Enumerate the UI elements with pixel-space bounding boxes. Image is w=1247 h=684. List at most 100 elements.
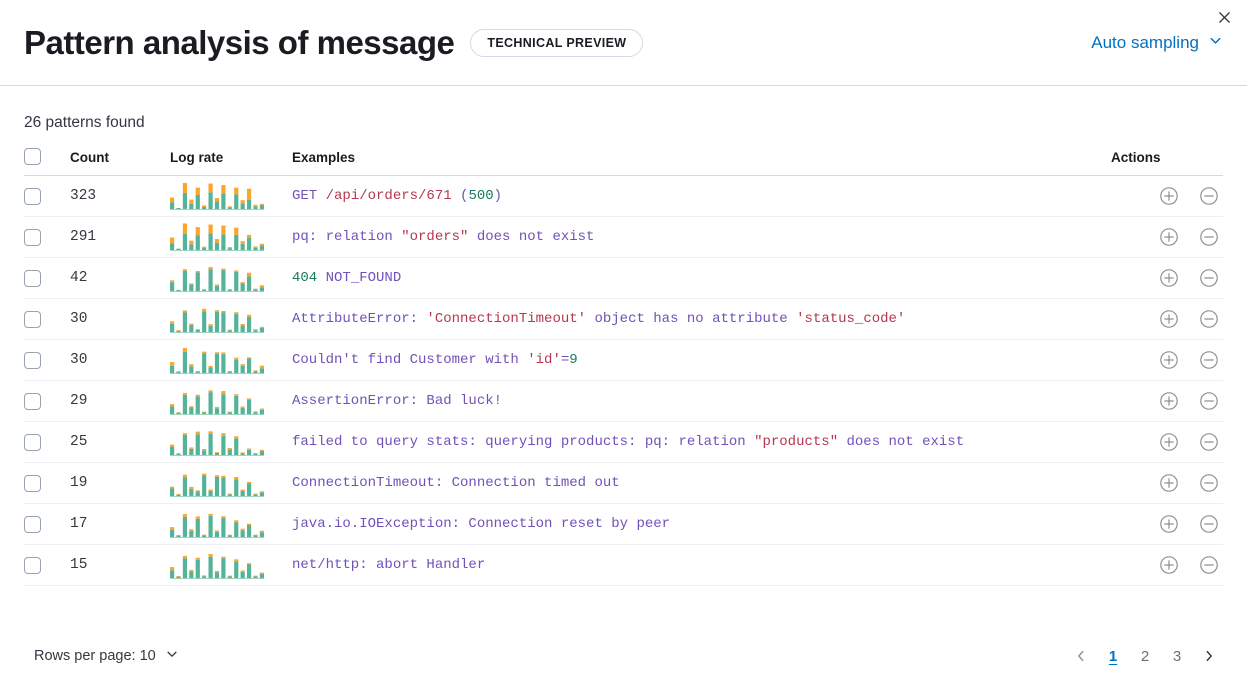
auto-sampling-dropdown[interactable]: Auto sampling <box>1091 33 1223 53</box>
minus-in-circle-icon[interactable] <box>1195 551 1223 579</box>
minus-in-circle-icon[interactable] <box>1195 182 1223 210</box>
example-token: ) <box>493 188 503 204</box>
chevron-left-icon[interactable] <box>1067 642 1095 670</box>
row-example: pq: relation "orders" does not exist <box>292 216 1111 258</box>
minus-in-circle-icon[interactable] <box>1195 469 1223 497</box>
example-token: net/http: abort Handler <box>292 557 486 573</box>
plus-in-circle-icon[interactable] <box>1155 428 1183 456</box>
example-token: /api/orders/671 <box>325 188 452 204</box>
example-token: GET <box>292 188 326 204</box>
row-log-rate-sparkline <box>170 380 292 422</box>
row-checkbox[interactable] <box>24 310 41 328</box>
row-count: 323 <box>70 175 170 217</box>
page-number-3[interactable]: 3 <box>1172 647 1182 665</box>
row-checkbox[interactable] <box>24 433 41 451</box>
page-number-1[interactable]: 1 <box>1108 647 1118 665</box>
row-checkbox[interactable] <box>24 556 41 574</box>
example-token: failed to query stats: querying products… <box>292 434 755 450</box>
minus-in-circle-icon[interactable] <box>1195 510 1223 538</box>
flyout-footer: Rows per page: 10 1 2 3 <box>0 628 1247 684</box>
plus-in-circle-icon[interactable] <box>1155 264 1183 292</box>
row-log-rate-sparkline <box>170 257 292 299</box>
plus-in-circle-icon[interactable] <box>1155 551 1183 579</box>
row-checkbox[interactable] <box>24 351 41 369</box>
row-log-rate-sparkline <box>170 421 292 463</box>
page-number-2[interactable]: 2 <box>1140 647 1150 665</box>
example-token: AssertionError: Bad luck! <box>292 393 503 409</box>
row-example: ConnectionTimeout: Connection timed out <box>292 462 1111 504</box>
row-actions <box>1111 257 1223 299</box>
row-checkbox[interactable] <box>24 515 41 533</box>
example-token: does not exist <box>468 229 595 245</box>
row-select-cell <box>24 462 70 504</box>
example-token: "orders" <box>401 229 469 245</box>
example-token: Couldn't find Customer with <box>292 352 528 368</box>
row-example: AssertionError: Bad luck! <box>292 380 1111 422</box>
plus-in-circle-icon[interactable] <box>1155 346 1183 374</box>
row-checkbox[interactable] <box>24 269 41 287</box>
row-checkbox[interactable] <box>24 392 41 410</box>
minus-in-circle-icon[interactable] <box>1195 223 1223 251</box>
column-header-count[interactable]: Count <box>70 148 170 176</box>
row-actions <box>1111 339 1223 381</box>
page-title: Pattern analysis of message <box>24 23 455 61</box>
row-checkbox[interactable] <box>24 228 41 246</box>
row-log-rate-sparkline <box>170 503 292 545</box>
row-log-rate-sparkline <box>170 544 292 586</box>
row-select-cell <box>24 339 70 381</box>
minus-in-circle-icon[interactable] <box>1195 428 1223 456</box>
example-token: pq: relation <box>292 229 402 245</box>
chevron-right-icon[interactable] <box>1195 642 1223 670</box>
row-log-rate-sparkline <box>170 339 292 381</box>
patterns-found-label: 26 patterns found <box>24 114 145 131</box>
example-token: ConnectionTimeout: Connection timed out <box>292 475 620 491</box>
minus-in-circle-icon[interactable] <box>1195 264 1223 292</box>
flyout-header: Pattern analysis of message TECHNICAL PR… <box>0 0 1247 86</box>
plus-in-circle-icon[interactable] <box>1155 469 1183 497</box>
example-token: "products" <box>754 434 839 450</box>
example-token: 404 <box>292 270 318 286</box>
minus-in-circle-icon[interactable] <box>1195 387 1223 415</box>
row-log-rate-sparkline <box>170 216 292 258</box>
flyout-body: 26 patterns found Count Log rate Example… <box>0 86 1247 586</box>
plus-in-circle-icon[interactable] <box>1155 223 1183 251</box>
plus-in-circle-icon[interactable] <box>1155 387 1183 415</box>
column-header-examples[interactable]: Examples <box>292 148 1111 176</box>
plus-in-circle-icon[interactable] <box>1155 510 1183 538</box>
minus-in-circle-icon[interactable] <box>1195 305 1223 333</box>
row-checkbox[interactable] <box>24 187 41 205</box>
example-token: 9 <box>569 352 578 368</box>
row-count: 30 <box>70 298 170 340</box>
table-head: Count Log rate Examples Actions <box>24 148 1223 176</box>
row-log-rate-sparkline <box>170 462 292 504</box>
auto-sampling-label: Auto sampling <box>1091 32 1199 52</box>
select-all-header <box>24 148 70 176</box>
plus-in-circle-icon[interactable] <box>1155 305 1183 333</box>
row-example: net/http: abort Handler <box>292 544 1111 586</box>
header-right: Auto sampling <box>1091 33 1223 53</box>
row-checkbox[interactable] <box>24 474 41 492</box>
row-actions <box>1111 380 1223 422</box>
plus-in-circle-icon[interactable] <box>1155 182 1183 210</box>
minus-in-circle-icon[interactable] <box>1195 346 1223 374</box>
chevron-down-icon <box>1208 33 1223 53</box>
close-icon[interactable] <box>1209 2 1239 32</box>
example-token: java.io.IOException: Connection reset by… <box>292 516 671 532</box>
status-badge: TECHNICAL PREVIEW <box>470 28 644 57</box>
select-all-checkbox[interactable] <box>24 148 41 165</box>
row-select-cell <box>24 380 70 422</box>
rows-per-page-selector[interactable]: Rows per page: 10 <box>24 647 179 665</box>
column-header-log-rate[interactable]: Log rate <box>170 148 292 176</box>
row-actions <box>1111 503 1223 545</box>
